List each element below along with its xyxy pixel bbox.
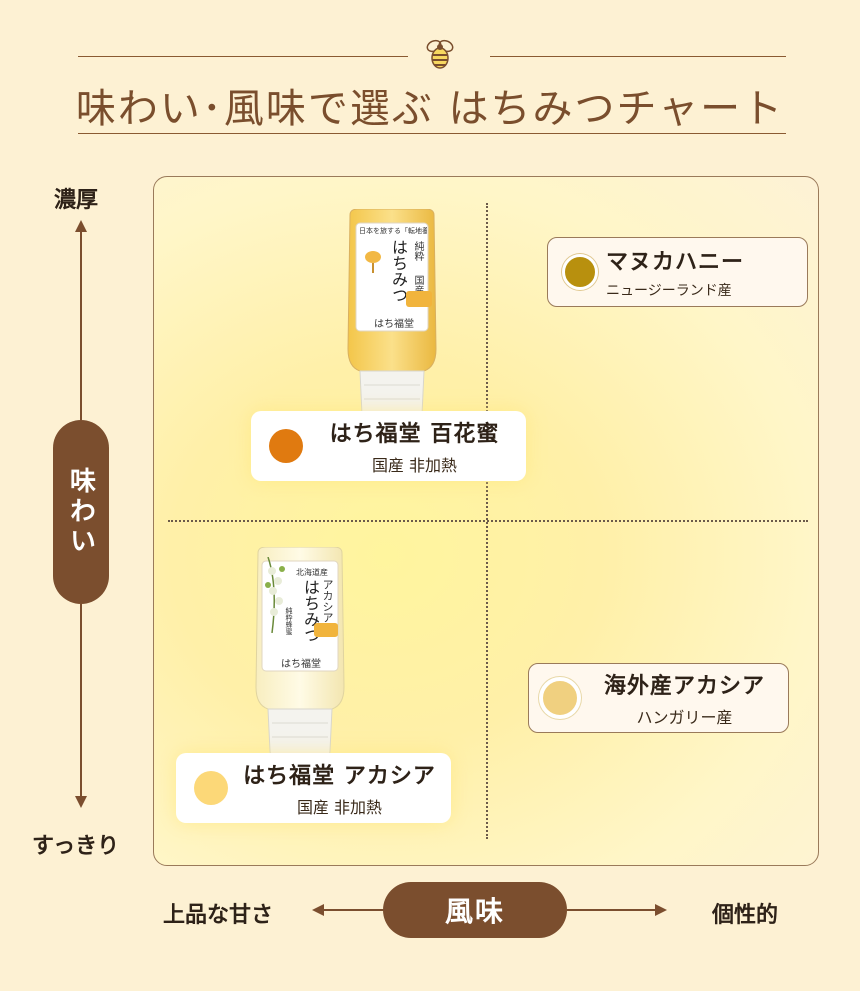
header-line-right: [490, 56, 786, 57]
bottle-acacia-label-type: アカシア: [321, 579, 334, 623]
bottle-hyakkamitsu-label-origin: 国産: [412, 275, 423, 295]
product-card-foreign-acacia: 海外産アカシア ハンガリー産: [528, 663, 789, 733]
product-card-hyakkamitsu: はち福堂 百花蜜 国産 非加熱: [251, 411, 526, 481]
axis-horizontal-pill: 風味: [383, 882, 567, 938]
bottle-acacia-label-origin: 純粋蜂蜜: [285, 607, 293, 635]
color-swatch: [562, 254, 598, 290]
color-swatch: [194, 771, 228, 805]
product-name: はち福堂 百花蜜: [329, 422, 500, 447]
chart-area: 日本を旅する「転地養蜂」 純粋 はちみつ 国産 はち福堂 北海道産 アカシア は…: [153, 176, 819, 866]
product-origin: 国産 非加熱: [296, 798, 383, 817]
arrow-down-icon: [75, 604, 87, 808]
header-line-left: [78, 56, 408, 57]
axis-bottom-label: すっきり: [32, 834, 120, 859]
honeycomb-icon: [314, 623, 338, 637]
header-line-bottom: [78, 133, 786, 134]
product-origin: ハンガリー産: [636, 708, 733, 727]
product-name: 海外産アカシア: [603, 674, 765, 699]
page-title: 味わい･風味で選ぶ はちみつチャート: [75, 86, 785, 132]
axis-right-label: 個性的: [712, 903, 779, 928]
color-swatch: [269, 429, 303, 463]
bottle-hyakkamitsu-label-top: 日本を旅する「転地養蜂」: [359, 227, 427, 235]
divider-horizontal: [168, 520, 808, 522]
arrow-left-icon: [312, 904, 384, 916]
bottle-acacia-label-brand: はち福堂: [281, 659, 321, 670]
arrow-up-icon: [75, 220, 87, 420]
bee-icon: [426, 39, 454, 69]
axis-top-label: 濃厚: [54, 188, 99, 213]
product-origin: ニュージーランド産: [606, 283, 732, 299]
bottle-acacia-label-top: 北海道産: [296, 568, 328, 577]
product-name: はち福堂 アカシア: [243, 764, 436, 789]
bottle-hyakkamitsu-label-name: はちみつ: [389, 239, 408, 303]
bottle-hyakkamitsu-label-type: 純粋: [412, 241, 423, 261]
honey-dipper-icon: [365, 251, 381, 273]
axis-vertical-pill: 味わい: [53, 420, 109, 604]
bottle-acacia: [255, 547, 345, 757]
color-swatch: [539, 677, 581, 719]
honeycomb-icon: [406, 291, 432, 307]
axis-left-label: 上品な甘さ: [163, 903, 274, 928]
bottle-hyakkamitsu-label-brand: はち福堂: [374, 319, 414, 330]
product-card-manuka: マヌカハニー ニュージーランド産: [547, 237, 808, 307]
product-name: マヌカハニー: [606, 250, 745, 275]
bottle-hyakkamitsu: [347, 209, 437, 421]
product-card-acacia: はち福堂 アカシア 国産 非加熱: [176, 753, 451, 823]
acacia-flower-icon: [265, 557, 285, 633]
arrow-right-icon: [567, 904, 667, 916]
product-origin: 国産 非加熱: [371, 456, 458, 475]
